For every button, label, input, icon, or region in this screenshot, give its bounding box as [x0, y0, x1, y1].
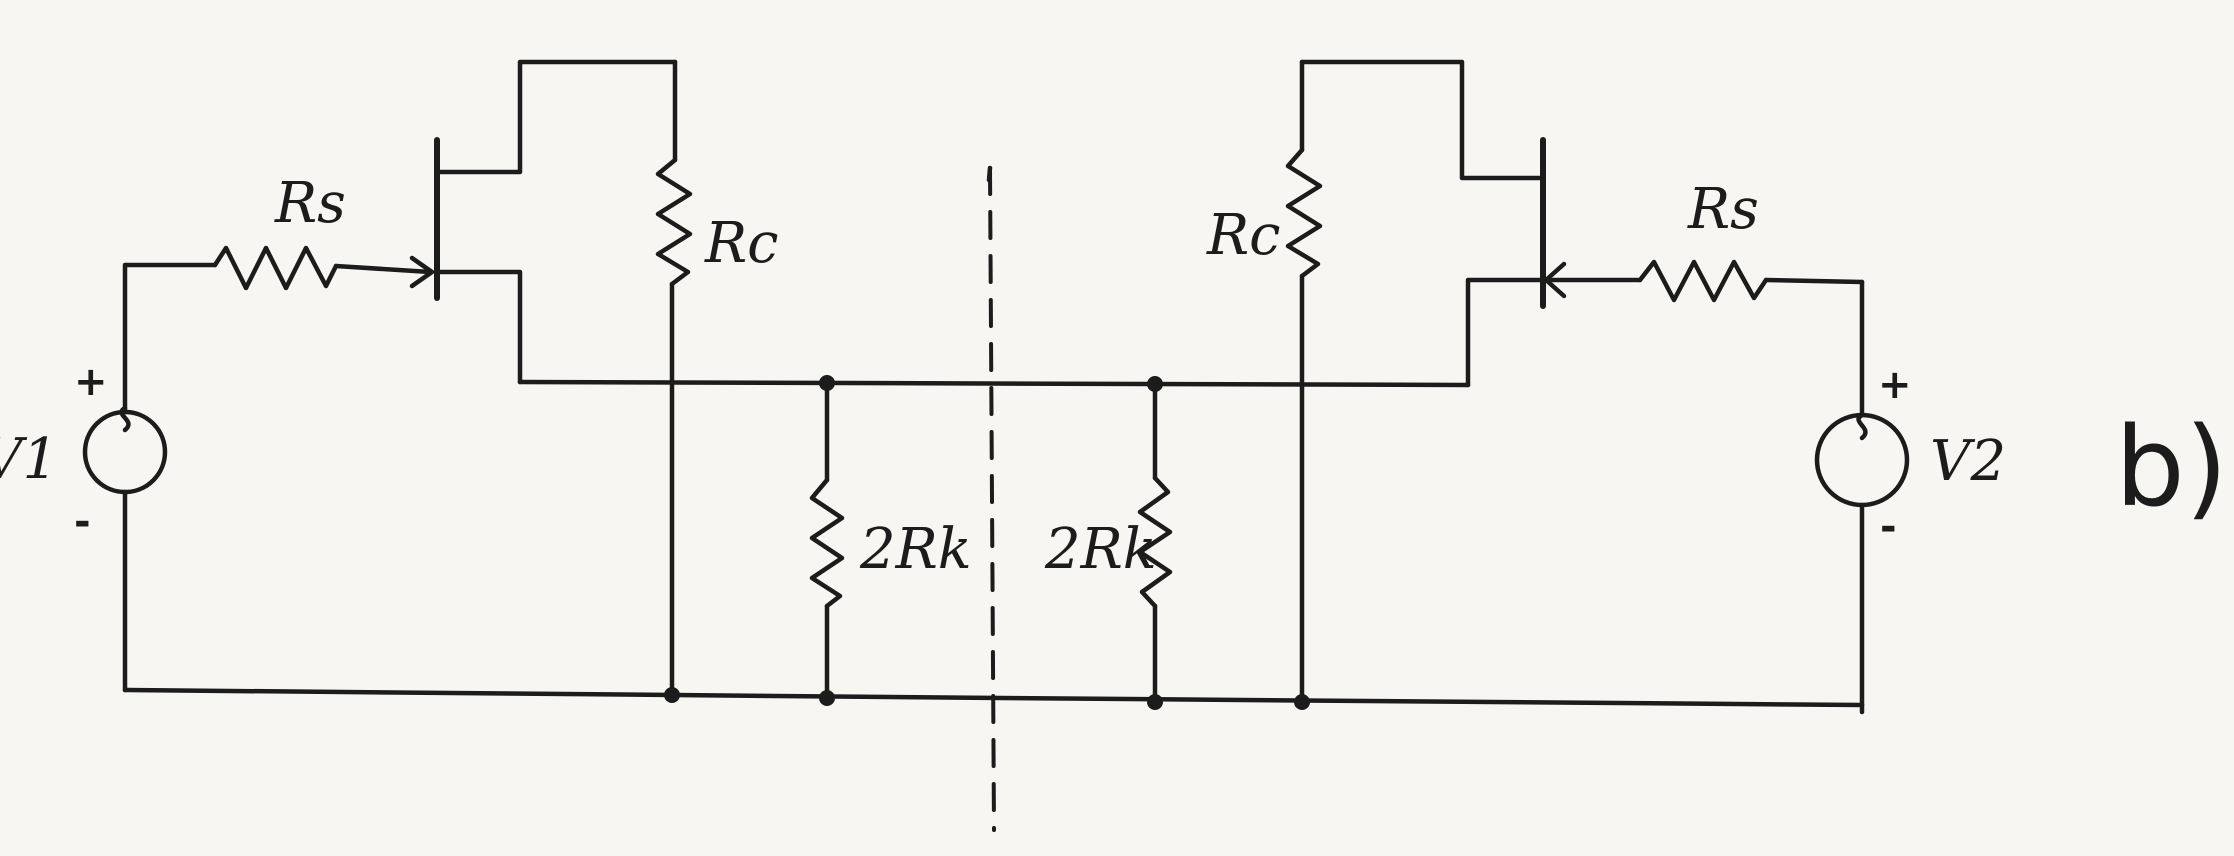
- v2-minus-label: -: [1880, 504, 1897, 550]
- rs-left-resistor: [212, 245, 433, 291]
- emitter-rail: [517, 379, 1471, 388]
- panel-label: b): [2115, 403, 2228, 531]
- v2-plus-label: +: [1878, 362, 1912, 408]
- symmetry-axis: [988, 166, 996, 832]
- left-emitter-arrow-icon: [409, 255, 435, 289]
- rc-right-label: Rc: [1206, 203, 1281, 268]
- right-transistor: [1299, 59, 1546, 388]
- rc-left-resistor: [655, 59, 693, 698]
- ground-rail: [122, 687, 1865, 708]
- v1-top-wire: [122, 262, 218, 415]
- v2-label: V2: [1930, 429, 2006, 494]
- v1-voltage-source: [82, 405, 168, 495]
- rk-left-resistor: [809, 380, 845, 701]
- rc-left-label: Rc: [704, 211, 779, 276]
- rs-left-label: Rs: [274, 171, 346, 236]
- v1-plus-label: +: [74, 359, 108, 405]
- v1-label: V1: [0, 427, 58, 492]
- junction-nodes: [664, 375, 1310, 710]
- rk-right-resistor: [1137, 381, 1173, 705]
- left-transistor: [434, 59, 678, 385]
- rk-left-label: 2Rk: [859, 517, 972, 582]
- rs-right-resistor: [1543, 259, 1865, 303]
- v2-voltage-source: [1814, 412, 1910, 508]
- rk-right-label: 2Rk: [1044, 517, 1157, 582]
- rc-right-resistor: [1285, 59, 1323, 705]
- v1-minus-label: -: [74, 499, 91, 545]
- rs-right-label: Rs: [1687, 177, 1759, 242]
